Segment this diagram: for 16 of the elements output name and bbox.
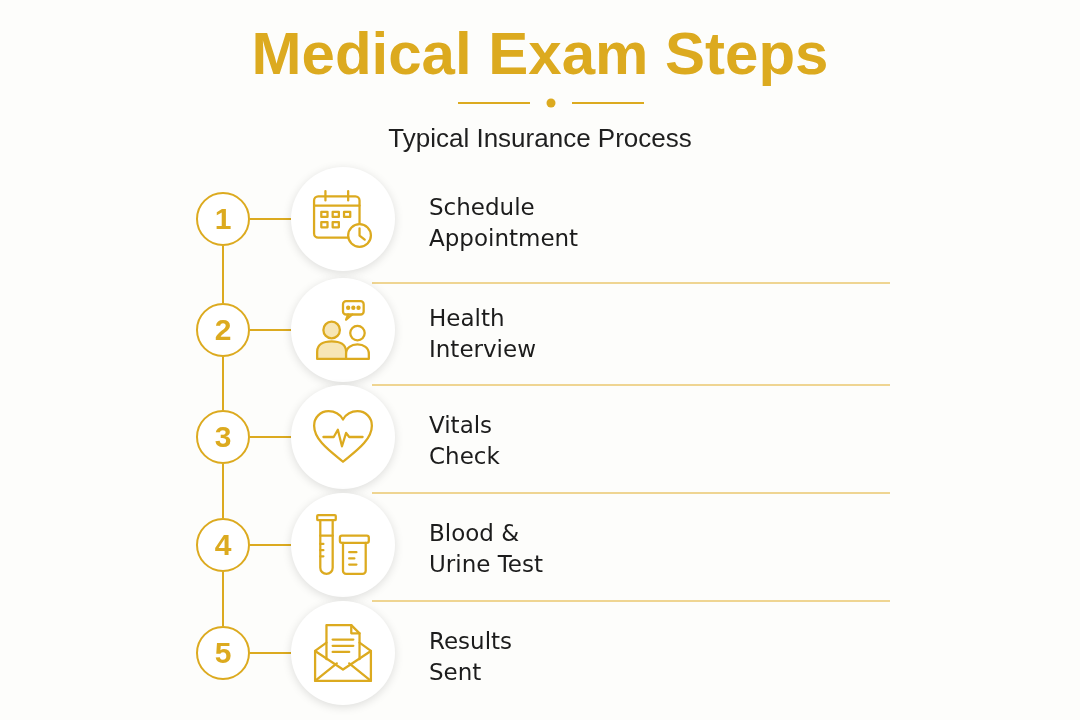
subtitle: Typical Insurance Process xyxy=(388,122,692,155)
connector-line xyxy=(249,544,292,546)
step-label: Blood & Urine Test xyxy=(429,519,544,579)
connector-line xyxy=(249,436,292,438)
connector-line xyxy=(222,571,224,627)
step-label: Health Interview xyxy=(429,304,537,364)
connector-line xyxy=(249,329,292,331)
step-label: Schedule Appointment xyxy=(429,193,580,253)
step-label: Results Sent xyxy=(429,627,514,687)
connector-line xyxy=(249,218,292,220)
step-label: Vitals Check xyxy=(429,411,501,471)
connector-line xyxy=(249,652,292,654)
connector-line xyxy=(222,463,224,519)
connector-line xyxy=(222,245,224,304)
title: Medical Exam Steps xyxy=(251,20,829,88)
connector-line xyxy=(222,356,224,411)
